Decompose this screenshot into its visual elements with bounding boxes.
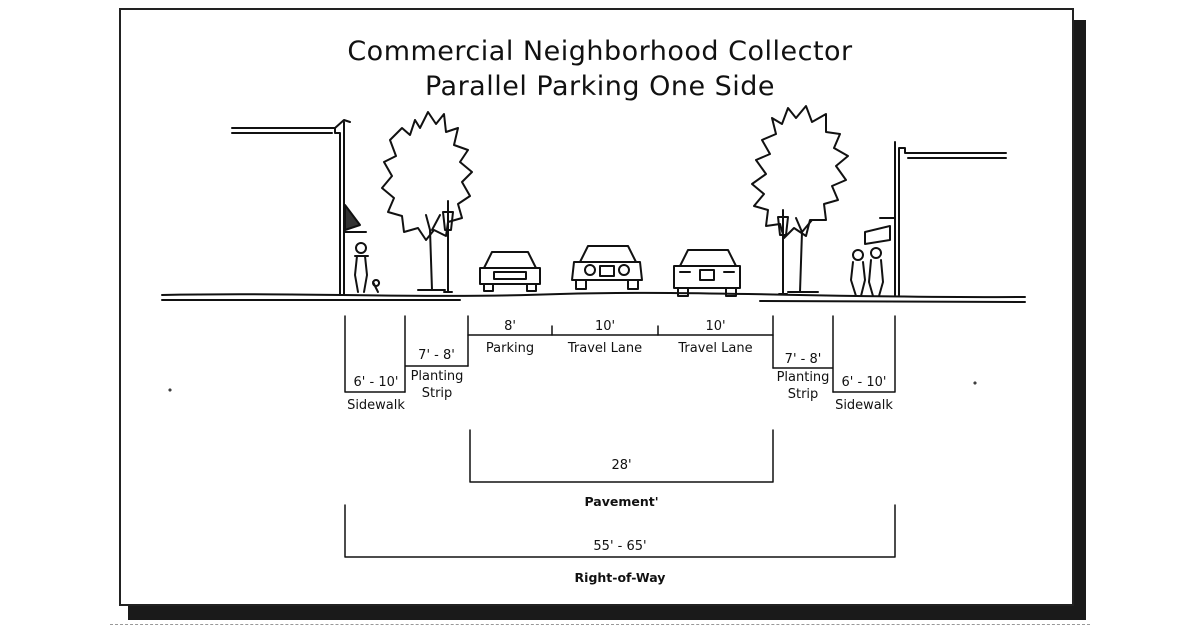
- car-parked: [479, 251, 541, 292]
- diagram-frame: [119, 8, 1074, 606]
- margin-dots: [168, 381, 977, 392]
- ground-line: [161, 291, 1026, 303]
- sidewalk-right-width: 6' - 10': [841, 375, 887, 390]
- right-of-way-label: Right-of-Way: [574, 570, 666, 585]
- tree-right: [751, 105, 849, 293]
- sidewalk-left-width: 6' - 10': [353, 375, 399, 390]
- scan-edge: [110, 624, 1090, 628]
- lamp-post-right: [777, 209, 789, 295]
- segment-dimension-lines: [344, 315, 896, 393]
- pavement-label: Pavement': [584, 494, 659, 509]
- sidewalk-left-label: Sidewalk: [347, 398, 405, 413]
- planting-right-label-1: Planting: [776, 370, 830, 385]
- pavement-width: 28': [611, 458, 632, 473]
- travel-lane-2-width: 10': [705, 319, 726, 334]
- travel-lane-2-label: Travel Lane: [678, 341, 753, 356]
- right-building: [864, 141, 1007, 296]
- pedestrians-right: [850, 247, 884, 297]
- tree-left: [381, 111, 473, 291]
- car-travel-lane-2: [673, 249, 741, 297]
- parking-width: 8': [504, 319, 516, 334]
- planting-left-width: 7' - 8': [418, 348, 455, 363]
- left-building: [231, 119, 367, 296]
- lamp-post-left: [442, 200, 454, 293]
- planting-left-label-2: Strip: [421, 386, 453, 401]
- planting-right-width: 7' - 8': [784, 352, 822, 367]
- parking-label: Parking: [485, 341, 535, 356]
- diagram-title: Commercial Neighborhood Collector: [347, 36, 853, 67]
- pavement-dimension-line: [469, 429, 774, 483]
- pedestrian-left: [354, 242, 381, 293]
- right-of-way-width: 55' - 65': [593, 539, 647, 554]
- right-of-way-dimension-line: [344, 504, 896, 558]
- car-travel-lane-1: [571, 245, 643, 290]
- planting-right-label-2: Strip: [787, 387, 819, 402]
- diagram-subtitle: Parallel Parking One Side: [424, 71, 776, 102]
- travel-lane-1-label: Travel Lane: [567, 341, 643, 356]
- travel-lane-1-width: 10': [594, 319, 616, 334]
- planting-left-label-1: Planting: [410, 369, 464, 384]
- sidewalk-right-label: Sidewalk: [835, 398, 893, 413]
